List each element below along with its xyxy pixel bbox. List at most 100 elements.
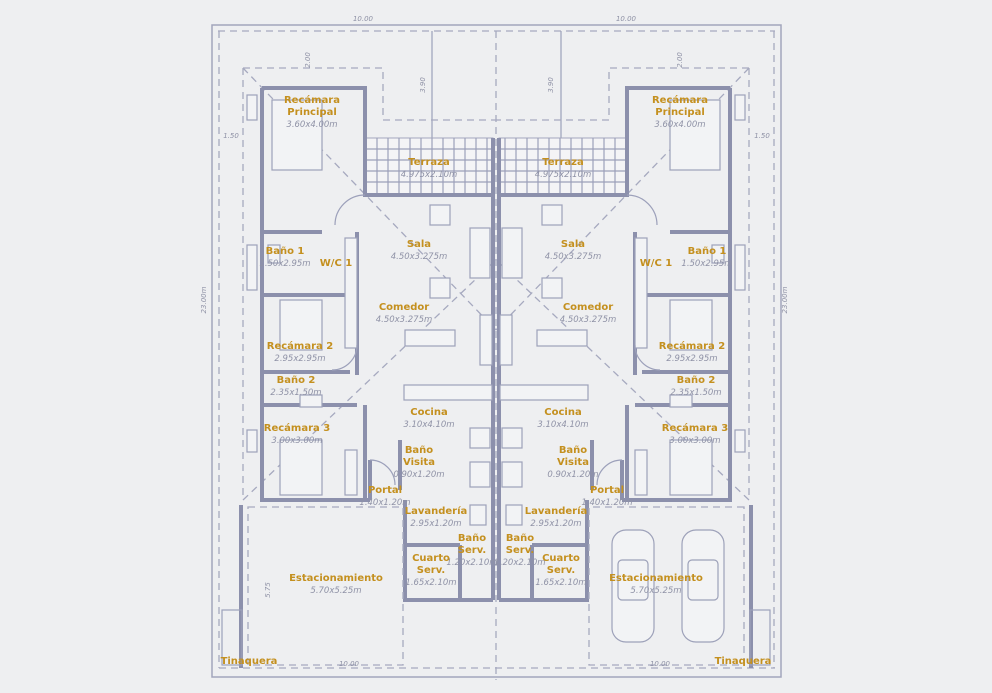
- room-dimensions: 3.00x3.00m: [271, 436, 322, 446]
- room-dimensions: 3.60x4.00m: [654, 120, 705, 130]
- room-dimensions: 1.50x2.95m: [681, 259, 732, 269]
- closet: [344, 237, 358, 349]
- room-name: Lavandería: [405, 505, 468, 517]
- dimension-label: 1.50: [754, 132, 770, 140]
- room-name: Baño 1: [688, 246, 727, 257]
- armchair: [429, 277, 451, 299]
- room-dimensions: 5.70x5.25m: [630, 586, 681, 596]
- room-dimensions: 2.95x2.95m: [274, 354, 325, 364]
- room-name: Recámara: [284, 94, 340, 106]
- sofa: [469, 227, 491, 279]
- room-name: Serv.: [506, 545, 534, 556]
- room-dimensions: 1.40x1.20m: [359, 498, 410, 508]
- room-dimensions: 3.00x3.00m: [669, 436, 720, 446]
- room-name: Serv.: [547, 565, 575, 576]
- bed-2: [279, 299, 323, 351]
- room-dimensions: 4.50x3.275m: [391, 252, 448, 262]
- room-dimensions: 3.10x4.10m: [537, 420, 588, 430]
- room-name: Visita: [557, 457, 589, 468]
- room-dimensions: 1.40x1.20m: [581, 498, 632, 508]
- room-name: Tinaquera: [221, 656, 278, 667]
- room-name: Sala: [407, 239, 431, 250]
- dimension-label: 5.75: [264, 582, 272, 598]
- room-name: Portal: [368, 485, 402, 496]
- room-dimensions: 3.10x4.10m: [403, 420, 454, 430]
- room-name: W/C 1: [640, 258, 673, 269]
- room-dimensions: 1.20x2.10m: [494, 558, 545, 568]
- dimension-label: 10.00: [616, 15, 637, 23]
- dimension-label: 3.90: [547, 77, 555, 93]
- kitchen-counter: [403, 384, 493, 401]
- room-name: Comedor: [563, 302, 613, 313]
- room-name: Terraza: [542, 157, 583, 168]
- dimension-label: 2.00: [676, 52, 684, 68]
- room-dimensions: 1.20x2.10m: [446, 558, 497, 568]
- dimension-label: 10.00: [339, 660, 360, 668]
- room-name: Sala: [561, 239, 585, 250]
- garage-outline: [247, 506, 404, 666]
- room-name: Visita: [403, 457, 435, 468]
- room-dimensions: 1.50x2.95m: [259, 259, 310, 269]
- room-dimensions: 0.90x1.20m: [547, 470, 598, 480]
- ac-unit: [246, 429, 258, 453]
- lot-boundary: [211, 24, 782, 678]
- room-dimensions: 4.50x3.275m: [545, 252, 602, 262]
- room-dimensions: 2.95x1.20m: [410, 519, 461, 529]
- room-dimensions: 5.70x5.25m: [310, 586, 361, 596]
- room-name: Cocina: [544, 407, 581, 418]
- closet: [344, 449, 358, 496]
- room-name: Cuarto: [412, 553, 450, 564]
- room-name: W/C 1: [320, 258, 353, 269]
- room-dimensions: 4.50x3.275m: [376, 315, 433, 325]
- room-name: Lavandería: [525, 505, 588, 517]
- room-name: Serv.: [458, 545, 486, 556]
- room-dimensions: 2.95x1.20m: [530, 519, 581, 529]
- room-name: Recámara 2: [267, 340, 333, 352]
- dimension-label: 23.00m: [200, 286, 208, 313]
- room-name: Baño 1: [266, 246, 305, 257]
- room-name: Baño: [458, 533, 486, 544]
- room-name: Baño 2: [277, 375, 316, 386]
- fridge: [469, 461, 491, 488]
- ac-unit: [246, 94, 258, 121]
- room-name: Recámara 2: [659, 340, 725, 352]
- washer: [469, 504, 487, 526]
- dimension-label: 1.50: [223, 132, 239, 140]
- room-name: Recámara 3: [662, 422, 728, 434]
- armchair: [429, 204, 451, 226]
- unit-left: [221, 67, 497, 668]
- room-dimensions: 2.95x2.95m: [666, 354, 717, 364]
- room-dimensions: 3.60x4.00m: [286, 120, 337, 130]
- tinaquera-box: [221, 609, 243, 666]
- door-swings: [331, 194, 396, 486]
- bed-3: [279, 439, 323, 496]
- sideboard: [479, 314, 493, 366]
- room-name: Baño 2: [677, 375, 716, 386]
- stove: [469, 427, 491, 449]
- ac-unit: [246, 244, 258, 291]
- room-dimensions: 0.90x1.20m: [393, 470, 444, 480]
- bed-master: [271, 99, 323, 171]
- room-dimensions: 2.35x1.50m: [670, 388, 721, 398]
- room-dimensions: 2.35x1.50m: [270, 388, 321, 398]
- room-name: Estacionamiento: [609, 573, 703, 584]
- room-name: Principal: [655, 107, 705, 118]
- dimension-label: 3.90: [419, 77, 427, 93]
- dimension-label: 10.00: [353, 15, 374, 23]
- room-dimensions: 4.50x3.275m: [560, 315, 617, 325]
- toilet: [299, 394, 323, 408]
- roof-outline: [242, 67, 496, 500]
- room-name: Cuarto: [542, 553, 580, 564]
- terrace-tiles: [365, 137, 494, 196]
- room-dimensions: 4.975x2.10m: [401, 170, 458, 180]
- room-name: Serv.: [417, 565, 445, 576]
- room-name: Tinaquera: [715, 656, 772, 667]
- room-dimensions: 1.65x2.10m: [405, 578, 456, 588]
- car-icon: [681, 529, 725, 643]
- room-name: Baño: [506, 533, 534, 544]
- dimension-label: 10.00: [650, 660, 671, 668]
- room-name: Cocina: [410, 407, 447, 418]
- dimension-label: 2.00: [304, 52, 312, 68]
